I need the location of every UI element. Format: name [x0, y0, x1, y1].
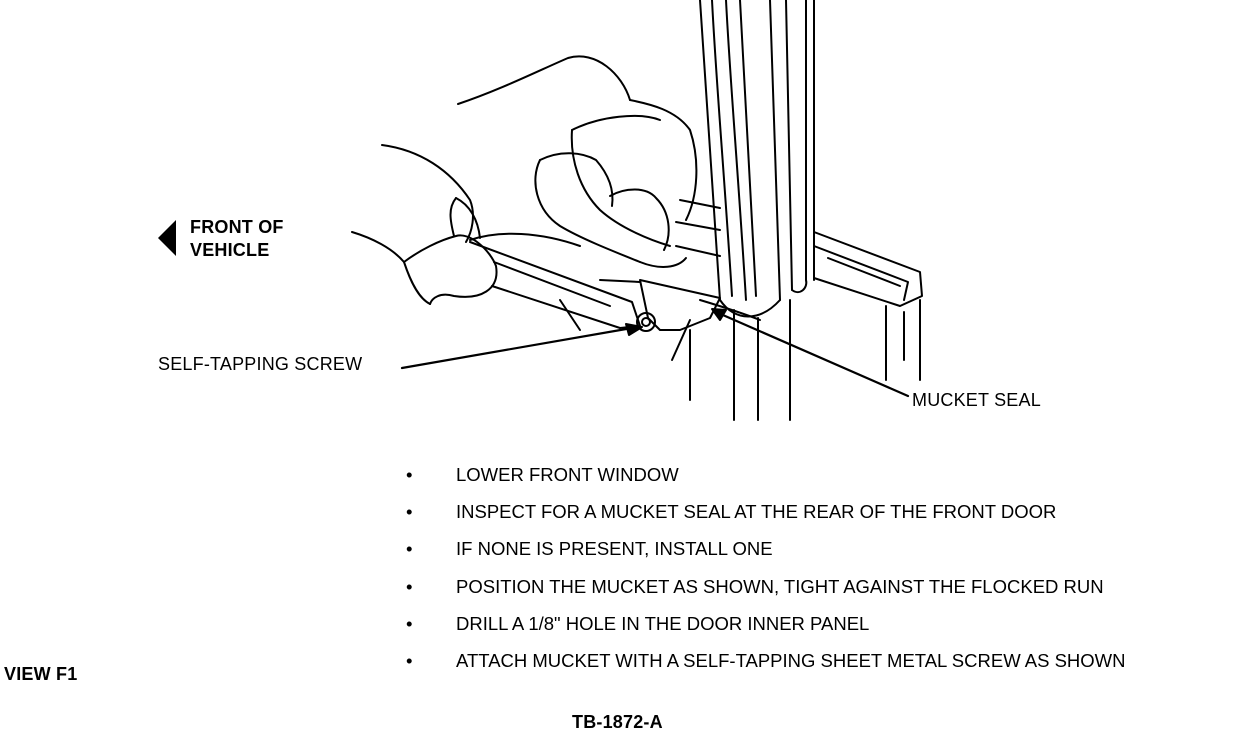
instruction-text: IF NONE IS PRESENT, INSTALL ONE [456, 538, 773, 560]
front-arrow-icon [158, 220, 176, 256]
callout-leaders [400, 308, 910, 398]
door-belt-molding [675, 199, 923, 381]
instruction-text: LOWER FRONT WINDOW [456, 464, 679, 485]
instruction-text: DRILL A 1/8" HOLE IN THE DOOR INNER PANE… [456, 612, 870, 634]
screwdriver [469, 241, 656, 332]
hand-left [351, 144, 581, 305]
bullet-icon: • [406, 538, 413, 560]
view-label: VIEW F1 [4, 664, 78, 684]
bullet-icon: • [406, 649, 413, 671]
instruction-text: POSITION THE MUCKET AS SHOWN, TIGHT AGAI… [456, 575, 1104, 597]
hand-right [457, 55, 698, 283]
instruction-text: ATTACH MUCKET WITH A SELF-TAPPING SHEET … [456, 649, 1126, 671]
direction-label: FRONT OF VEHICLE [190, 216, 284, 262]
figure-id: TB-1872-A [572, 712, 663, 732]
bullet-icon: • [406, 464, 413, 485]
bullet-icon: • [406, 612, 413, 634]
direction-label-line-2: VEHICLE [190, 240, 270, 260]
screw-callout: SELF-TAPPING SCREW [158, 354, 363, 374]
door-window-channel [689, 0, 816, 421]
bullet-icon: • [406, 575, 413, 597]
seal-callout: MUCKET SEAL [912, 390, 1041, 410]
mucket-seal-part [639, 279, 761, 361]
direction-label-line-1: FRONT OF [190, 217, 284, 237]
instruction-text: INSPECT FOR A MUCKET SEAL AT THE REAR OF… [456, 501, 1057, 523]
bullet-icon: • [406, 501, 413, 523]
